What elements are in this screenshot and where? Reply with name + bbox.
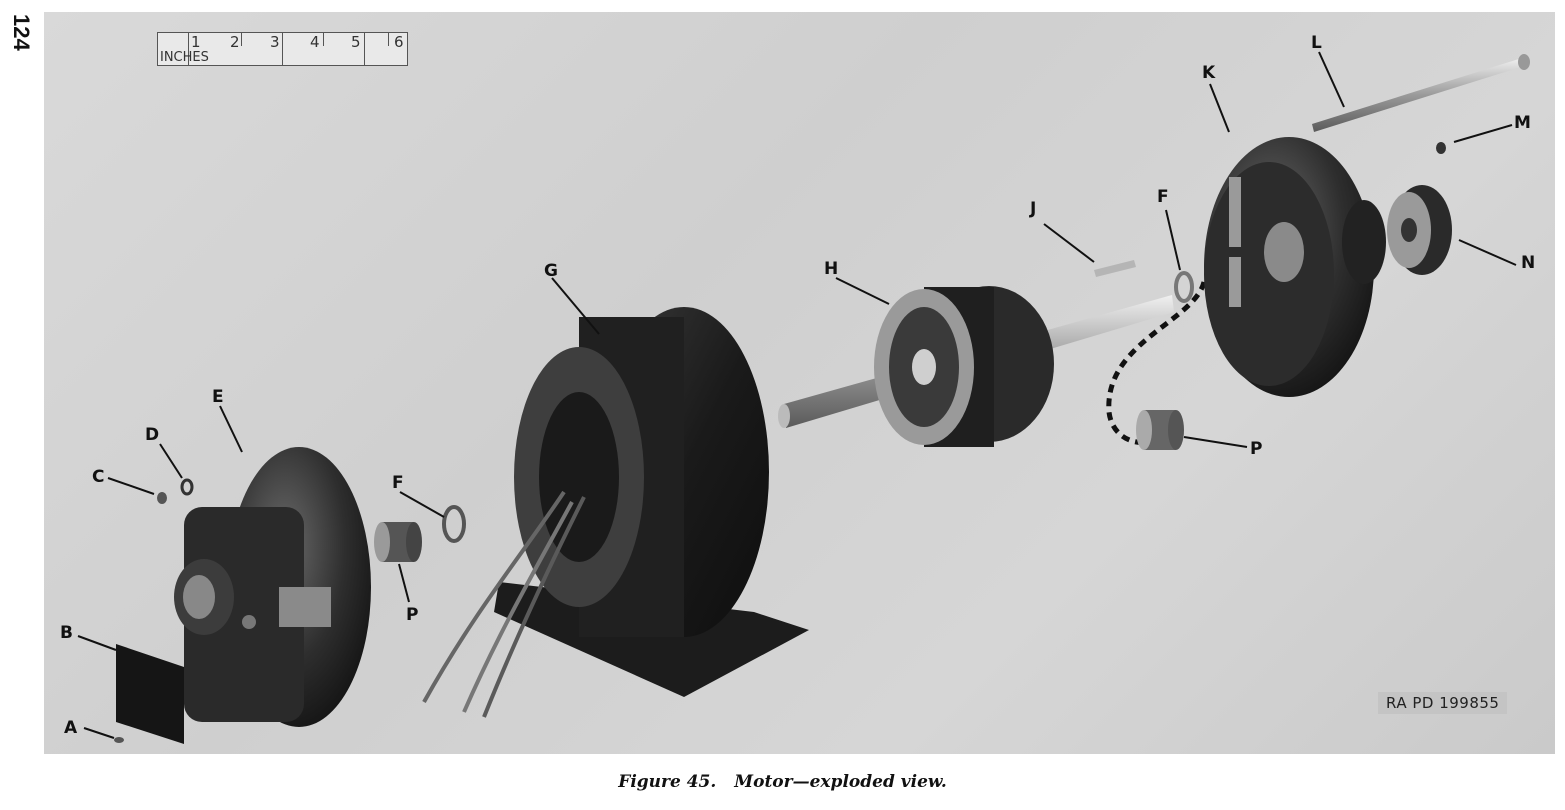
thru-bolt: [1312, 58, 1524, 132]
scale-number: 1: [191, 33, 201, 51]
nut-m: [1436, 142, 1446, 154]
figure-caption: Figure 45. Motor—exploded view.: [0, 772, 1565, 792]
callout-k: K: [1202, 63, 1216, 83]
stator-housing: [422, 307, 809, 718]
washer-d: [180, 478, 194, 496]
bearing-right: [1136, 410, 1184, 450]
callout-n: N: [1521, 253, 1536, 273]
leader-lines: [77, 51, 1517, 739]
callout-e: E: [212, 387, 224, 407]
scale-number: 5: [351, 33, 361, 51]
washer-f-left: [442, 505, 466, 543]
callout-p-right: P: [1250, 439, 1263, 459]
callout-l: L: [1311, 33, 1322, 53]
callout-c: C: [92, 467, 105, 487]
scale-number: 4: [310, 33, 320, 51]
plate-reference: RA PD 199855: [1378, 692, 1508, 714]
washer-c: [157, 492, 167, 504]
callout-m: M: [1514, 113, 1531, 133]
washer-f-right: [1174, 271, 1194, 303]
callout-h: H: [824, 259, 839, 279]
screw-a: [114, 737, 124, 743]
page-number: 124: [9, 14, 34, 51]
pulley: [1387, 185, 1452, 275]
callout-d: D: [145, 425, 160, 445]
callout-a: A: [64, 718, 78, 738]
key-j: [1094, 260, 1136, 277]
callout-j: J: [1030, 199, 1037, 219]
bearing-left: [374, 522, 422, 562]
end-bell-left: [174, 447, 371, 727]
figure-title: Motor—exploded view.: [734, 772, 947, 792]
callout-f-left: F: [392, 473, 404, 493]
scale-unit: INCHES: [160, 50, 209, 65]
figure-number: Figure 45.: [618, 772, 717, 792]
callout-f-right: F: [1157, 187, 1169, 207]
assembly-path: [1106, 281, 1207, 445]
scale-number: 6: [394, 33, 404, 51]
callout-g: G: [544, 261, 558, 281]
callout-p-left: P: [406, 605, 419, 625]
exploded-view-photo: A B C D E F P G H J F K L M N P 1 2 3 4 …: [44, 12, 1555, 754]
scale-number: 3: [270, 33, 280, 51]
scale-number: 2: [230, 33, 240, 51]
inch-scale: 1 2 3 4 5 6 INCHES: [157, 32, 408, 66]
cover-plate: [116, 644, 184, 744]
rotor-assembly: [778, 286, 1174, 447]
bolt-head: [1518, 54, 1530, 70]
end-bell-right: [1204, 137, 1386, 397]
motor-parts-illustration: [77, 51, 1530, 744]
callout-b: B: [60, 623, 73, 643]
